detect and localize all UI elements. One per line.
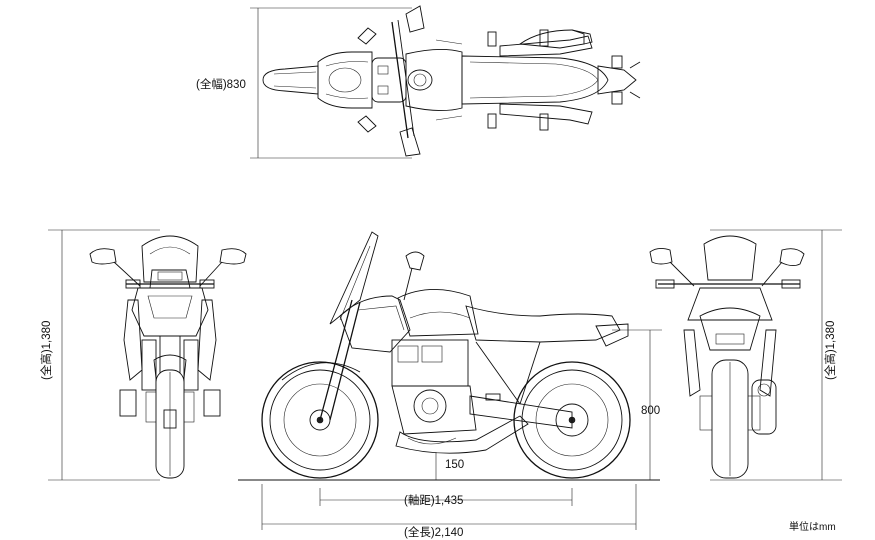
unit-note: 単位はmm [789, 520, 836, 533]
overall-width-label: (全幅)830 [196, 77, 246, 91]
front-view: (全高)1,380 [39, 229, 247, 481]
front-height-label: (全高)1,380 [39, 321, 53, 380]
seat-height-label: 800 [641, 405, 660, 417]
wheelbase-label: (軸距)1,435 [404, 493, 463, 507]
front-wheel [261, 361, 379, 479]
rear-height-label: (全高)1,380 [823, 321, 837, 380]
rear-view: (全高)1,380 [649, 229, 842, 481]
top-view: (全幅)830 [196, 5, 641, 159]
ground-clearance-label: 150 [445, 459, 464, 471]
side-view: 800 150 (軸距)1,435 (全長)2,140 [238, 231, 662, 539]
overall-length-label: (全長)2,140 [404, 525, 463, 539]
engine [391, 339, 477, 445]
